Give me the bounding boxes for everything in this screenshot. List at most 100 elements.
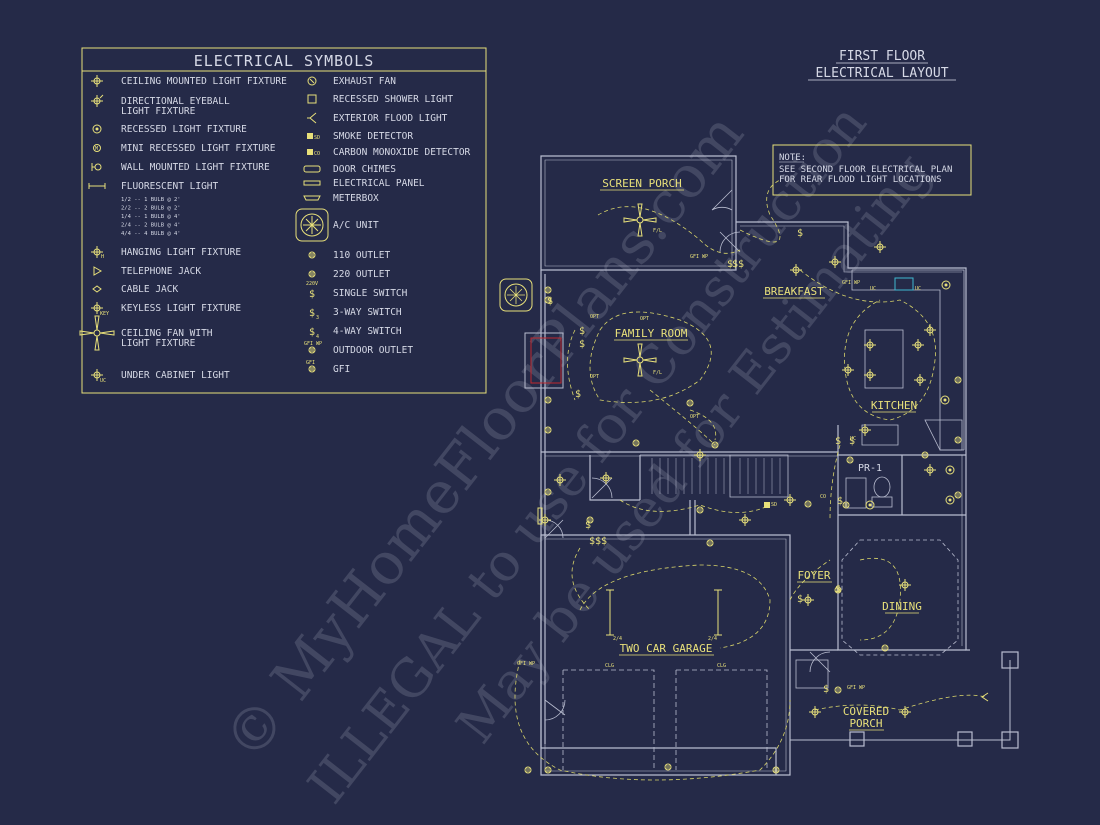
room-kitchen: KITCHEN (871, 399, 917, 412)
legend-label: CEILING FAN WITH (121, 328, 213, 339)
fluorescent-light-icon (88, 183, 106, 189)
fan-label-text: F/L (653, 370, 662, 376)
hanging-light-icon: H (91, 246, 104, 260)
svg-text:4: 4 (316, 334, 319, 340)
recessed-light-icon (941, 280, 951, 290)
clg-text: CLG (605, 663, 614, 669)
outlet-110-icon (954, 491, 962, 499)
legend-box: ELECTRICAL SYMBOLS CEILING MOUNTED LIGHT… (79, 47, 487, 394)
note-line-1: NOTE: (779, 153, 806, 163)
under-cabinet-light-icon: UC (91, 369, 106, 384)
svg-text:$: $ (309, 308, 315, 319)
outlet-110-icon (706, 539, 714, 547)
watermark-line-2: ILLEGAL to use for Construction (297, 94, 879, 815)
legend-label: EXTERIOR FLOOD LIGHT (333, 113, 448, 124)
ceiling-light-icon (911, 338, 925, 352)
legend-label: WALL MOUNTED LIGHT FIXTURE (121, 162, 270, 173)
fluorescent-notes: 1/2 -- 1 BULB @ 2'2/2 -- 2 BULB @ 2'1/4 … (121, 197, 181, 237)
legend-label: KEYLESS LIGHT FIXTURE (121, 303, 241, 314)
single-switch-icon (834, 436, 842, 447)
smoke-detector-icon: SD (307, 133, 320, 141)
recessed-light-icon (865, 500, 875, 510)
svg-text:GFI: GFI (306, 360, 315, 366)
legend-label: METERBOX (333, 193, 379, 204)
single-switch-icon (737, 259, 745, 270)
legend-label: SMOKE DETECTOR (333, 131, 413, 142)
title-line-1: FIRST FLOOR (839, 49, 925, 64)
cable-jack-icon (92, 285, 102, 293)
opt-text: OPT (590, 314, 599, 320)
room-foyer: FOYER (797, 569, 830, 582)
outlet-110-icon (544, 426, 552, 434)
smoke-detector-icon (764, 502, 770, 508)
legend-label-line-2: LIGHT FIXTURE (121, 338, 196, 349)
ac-unit-icon (295, 208, 329, 242)
single-switch-icon (834, 584, 842, 595)
ceiling-light-icon (863, 368, 877, 382)
outlet-110-icon (954, 376, 962, 384)
sd-text: SD (771, 502, 777, 508)
flood-light-icon (307, 112, 317, 124)
outdoor-outlet-icon: GFI WP (304, 341, 322, 354)
outlet-110-icon (954, 436, 962, 444)
single-switch-icon: $ (309, 289, 315, 300)
telephone-jack-icon (93, 266, 103, 276)
legend-label: TELEPHONE JACK (121, 266, 201, 277)
fireplace (524, 332, 564, 389)
sheet-title: FIRST FLOOR ELECTRICAL LAYOUT (808, 49, 956, 81)
ceiling-light-icon (738, 513, 752, 527)
legend-label: CARBON MONOXIDE DETECTOR (333, 147, 471, 158)
svg-text:GFI WP: GFI WP (304, 341, 322, 347)
single-switch-icon (578, 339, 586, 350)
wiring-runs (514, 179, 986, 781)
single-switch-icon (726, 259, 734, 270)
svg-text:H: H (101, 254, 104, 260)
ceiling-light-icon (801, 593, 815, 607)
range-hood (894, 277, 914, 291)
outlet-110-icon (696, 506, 704, 514)
electrical-panel-icon (537, 507, 543, 525)
outlet-110-icon (544, 286, 552, 294)
room-breakfast: BREAKFAST (764, 285, 824, 298)
note-box: NOTE: SEE SECOND FLOOR ELECTRICAL PLAN F… (772, 144, 972, 196)
co-text: CO (820, 494, 826, 500)
ceiling-light-icon (863, 338, 877, 352)
ceiling-light-icon (923, 463, 937, 477)
eyeball-light-icon (91, 94, 104, 107)
single-switch-icon (836, 496, 844, 507)
recessed-light-icon (945, 495, 955, 505)
room-garage: TWO CAR GARAGE (620, 642, 713, 655)
legend-label: DIRECTIONAL EYEBALL (121, 96, 230, 107)
title-line-2: ELECTRICAL LAYOUT (815, 66, 948, 81)
volt-220-text: 220V (306, 281, 318, 287)
legend-label: GFI (333, 364, 350, 375)
flood-light-icon (981, 692, 989, 702)
svg-text:3: 3 (316, 315, 319, 321)
legend-label: OUTDOOR OUTLET (333, 345, 413, 356)
fan-label-text: F/L (653, 228, 662, 234)
single-switch-icon (796, 228, 804, 239)
door-chimes-icon (303, 165, 321, 173)
svg-text:M: M (95, 146, 98, 152)
gfi-wp-text: GFI WP (690, 254, 708, 260)
room-screen-porch: SCREEN PORCH (602, 177, 681, 190)
meterbox-icon (303, 195, 321, 201)
svg-text:SD: SD (314, 135, 320, 141)
uc-text: UC (850, 436, 856, 442)
legend-label: CEILING MOUNTED LIGHT FIXTURE (121, 76, 287, 87)
ceiling-light-icon (858, 423, 872, 437)
outlet-110-icon (664, 763, 672, 771)
fluorescent-note: 1/4 -- 1 BULB @ 4' (121, 214, 181, 220)
shower-light-icon (307, 94, 317, 104)
uc-text: UC (870, 286, 876, 292)
outlet-110-icon (846, 456, 854, 464)
legend-label: DOOR CHIMES (333, 164, 396, 175)
single-switch-icon (600, 536, 608, 547)
legend-label: MINI RECESSED LIGHT FIXTURE (121, 143, 276, 154)
legend-label: CABLE JACK (121, 284, 178, 295)
legend-label: 220 OUTLET (333, 269, 390, 280)
outlet-110-icon (524, 766, 532, 774)
outlet-110-icon (308, 251, 316, 259)
room-family-room: FAMILY ROOM (615, 327, 688, 340)
legend-label: 4-WAY SWITCH (333, 326, 402, 337)
